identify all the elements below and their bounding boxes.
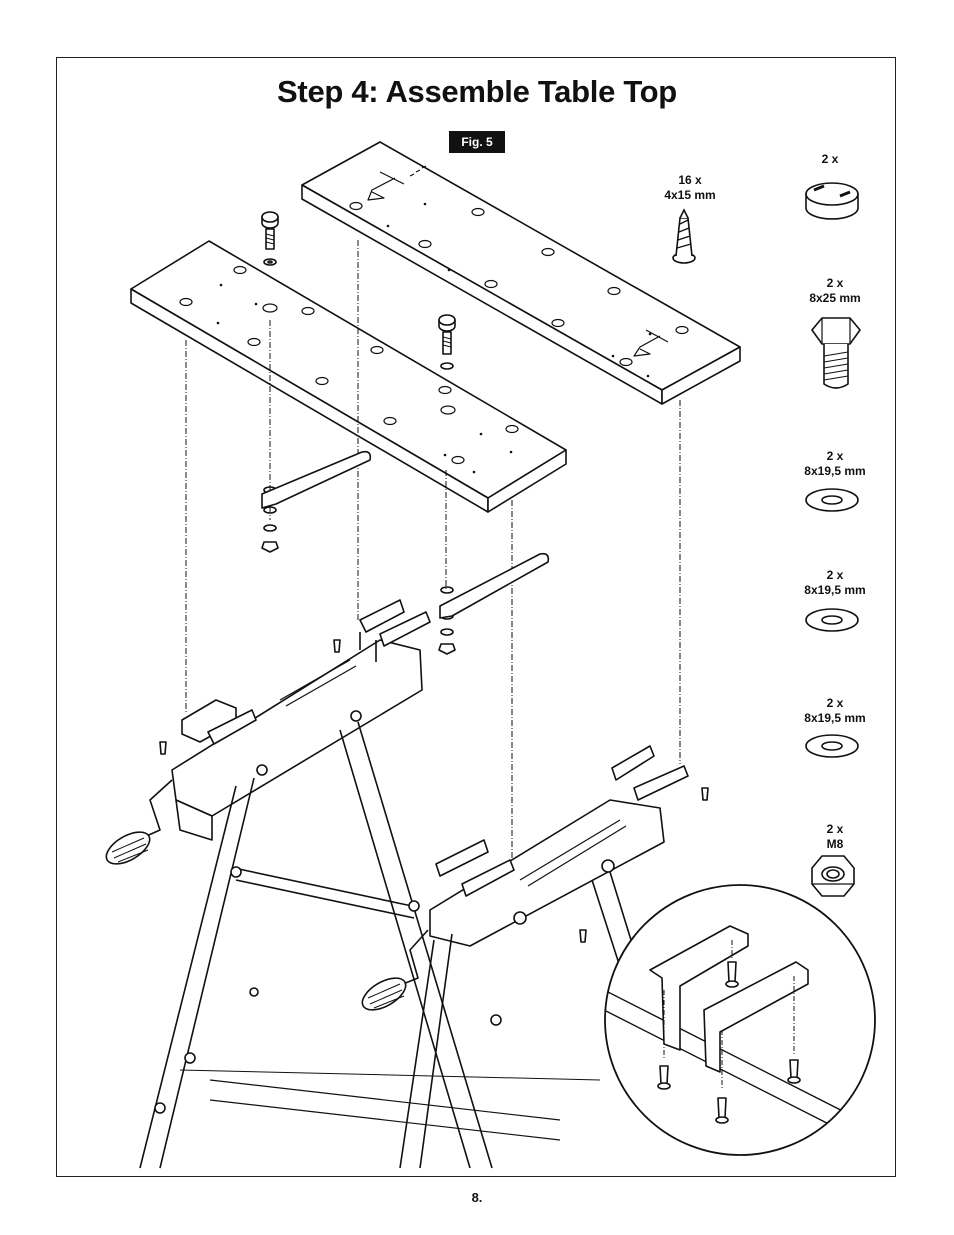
part-size: 8x19,5 mm [804, 464, 866, 478]
screw-label: 16 x 4x15 mm [650, 173, 730, 203]
washer-icon [805, 734, 859, 758]
part-quantity: 2 x [826, 696, 844, 710]
bolt-stack-left [261, 211, 279, 553]
crank-handle-rear [361, 929, 429, 1011]
part-size: 8x19,5 mm [804, 711, 866, 725]
part-label-cap: 2 x [790, 152, 870, 167]
part-label-bolt: 2 x 8x25 mm [790, 276, 880, 306]
figure-label: Fig. 5 [449, 131, 505, 153]
front-tabletop-board [130, 240, 567, 513]
part-label-washer-3: 2 x 8x19,5 mm [790, 696, 880, 726]
page-title: Step 4: Assemble Table Top [277, 74, 677, 109]
part-size: 8x19,5 mm [804, 583, 866, 597]
page-frame [56, 57, 896, 1177]
part-label-washer-2: 2 x 8x19,5 mm [790, 568, 880, 598]
frame-bolts [154, 710, 615, 1114]
loose-screws [159, 639, 709, 943]
assembly-guide-lines [185, 240, 681, 880]
part-quantity: 2 x [826, 822, 844, 836]
crank-handle-front [105, 779, 173, 865]
table-top-brace-arms [261, 450, 550, 619]
part-label-washer-1: 2 x 8x19,5 mm [790, 449, 880, 479]
part-label-nut: 2 x M8 [790, 822, 880, 852]
screw-size: 4x15 mm [664, 188, 716, 202]
washer-icon [805, 488, 859, 512]
rear-tabletop-board [301, 141, 741, 405]
bench-rear-rail [429, 745, 689, 947]
washer-icon [805, 608, 859, 632]
page-number: 8. [471, 1190, 483, 1205]
wood-screw-icon [672, 208, 696, 264]
plastic-cap-icon [805, 182, 859, 220]
detail-magnifier [604, 884, 876, 1156]
screw-quantity: 16 x [678, 173, 702, 187]
part-size: M8 [826, 837, 844, 851]
part-quantity: 2 x [826, 568, 844, 582]
bench-front-rail [171, 599, 431, 841]
lock-nut-icon [811, 855, 855, 897]
part-quantity: 2 x [826, 449, 844, 463]
part-size: 8x25 mm [809, 291, 861, 305]
hex-bolt-icon [810, 317, 862, 389]
part-quantity: 2 x [821, 152, 839, 166]
part-quantity: 2 x [826, 276, 844, 290]
